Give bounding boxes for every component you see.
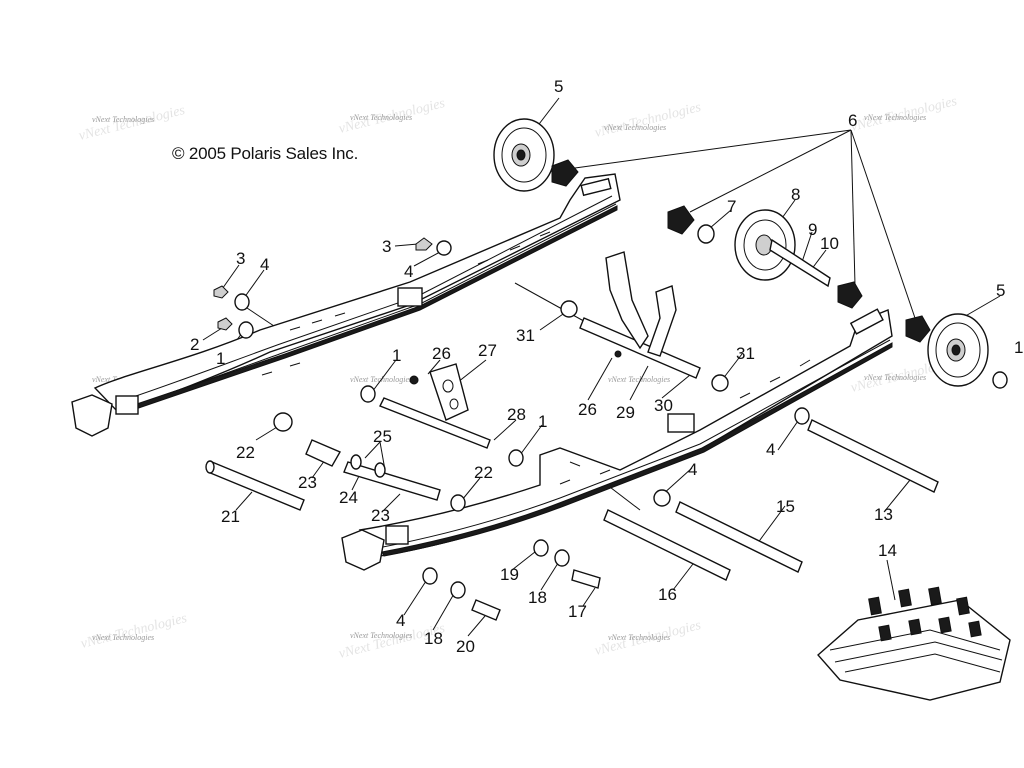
- idler-wheel-top: [493, 118, 555, 192]
- callout-label: 24: [339, 488, 358, 507]
- callout-label: 1: [216, 349, 225, 368]
- torque-arm-assembly: [409, 251, 677, 421]
- watermark: vNext Technologies: [92, 115, 154, 124]
- callout-label: 9: [808, 220, 817, 239]
- leader-lines: [202, 97, 1001, 637]
- callout-label: 7: [727, 197, 736, 216]
- callout-label: 25: [373, 427, 392, 446]
- callout-label: 4: [260, 255, 269, 274]
- callout-label: 6: [848, 111, 857, 130]
- callout-label: 1: [1014, 338, 1023, 357]
- callout-label: 13: [874, 505, 893, 524]
- callout-label: 4: [766, 440, 775, 459]
- callout-label: 29: [616, 403, 635, 422]
- watermark: vNext Technologies: [350, 631, 412, 640]
- watermark: vNext Technologies: [604, 123, 666, 132]
- watermark: vNext Technologies: [864, 113, 926, 122]
- callout-label: 8: [791, 185, 800, 204]
- shafts-and-bolts: [205, 317, 939, 621]
- callout-label: 31: [516, 326, 535, 345]
- watermark: vNext Technologies: [350, 113, 412, 122]
- callout-label: 3: [236, 249, 245, 268]
- callout-label: 23: [298, 473, 317, 492]
- watermark-ghost: vNext Technologies: [593, 100, 703, 141]
- track-section: [817, 586, 1011, 701]
- watermark: vNext Technologies: [864, 373, 926, 382]
- callout-label: 5: [554, 77, 563, 96]
- callout-label: 15: [776, 497, 795, 516]
- callout-label: 31: [736, 344, 755, 363]
- callout-label: 17: [568, 602, 587, 621]
- callout-label: 28: [507, 405, 526, 424]
- callout-label: 21: [221, 507, 240, 526]
- callout-label: 20: [456, 637, 475, 656]
- watermark: vNext Technologies: [608, 375, 670, 384]
- callout-label: 16: [658, 585, 677, 604]
- callout-numbers: 5 6 7 8 9 10 5 1 3 4 2 1 3 4 31 1 26 27 …: [190, 77, 1023, 656]
- washers-and-nuts: [213, 224, 1008, 599]
- callout-label: 14: [878, 541, 897, 560]
- callout-label: 18: [528, 588, 547, 607]
- callout-label: 4: [688, 460, 697, 479]
- callout-label: 22: [236, 443, 255, 462]
- callout-label: 2: [190, 335, 199, 354]
- callout-label: 4: [396, 611, 405, 630]
- watermark: vNext Technologies: [608, 633, 670, 642]
- callout-label: 30: [654, 396, 673, 415]
- watermark-ghost: vNext Technologies: [79, 611, 189, 652]
- callout-label: 1: [392, 346, 401, 365]
- callout-label: 3: [382, 237, 391, 256]
- callout-label: 10: [820, 234, 839, 253]
- callout-label: 4: [404, 262, 413, 281]
- callout-label: 1: [538, 412, 547, 431]
- left-slide-rail: [71, 173, 621, 437]
- callout-label: 18: [424, 629, 443, 648]
- callout-label: 27: [478, 341, 497, 360]
- watermark: vNext Technologies: [92, 633, 154, 642]
- callout-label: 5: [996, 281, 1005, 300]
- bushings: [551, 159, 931, 343]
- callout-label: 22: [474, 463, 493, 482]
- right-slide-rail: [341, 308, 893, 571]
- callout-label: 26: [432, 344, 451, 363]
- callout-label: 19: [500, 565, 519, 584]
- callout-label: 26: [578, 400, 597, 419]
- idler-wheel-right: [927, 313, 989, 387]
- copyright-notice: © 2005 Polaris Sales Inc.: [172, 144, 359, 163]
- idler-wheel-center: [734, 209, 831, 288]
- callout-label: 23: [371, 506, 390, 525]
